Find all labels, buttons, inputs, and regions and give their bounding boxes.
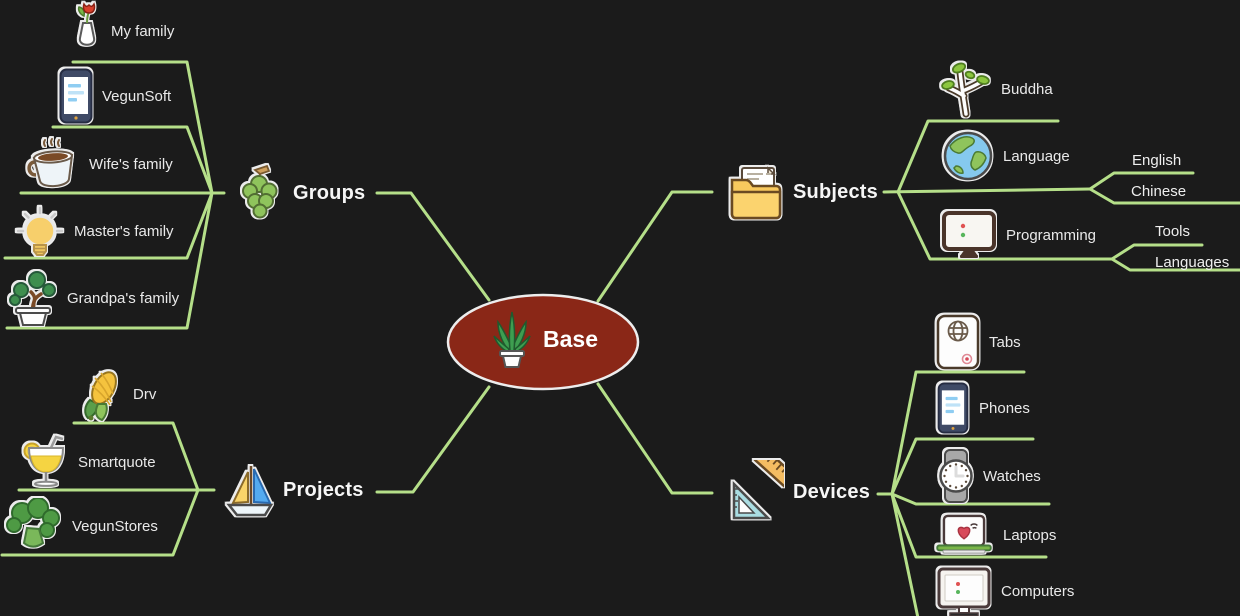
monitor-icon [942,211,996,258]
link-groups-masters-family [3,191,214,260]
node-watches[interactable]: Watches [938,448,1041,504]
node-label: VegunSoft [102,87,172,105]
sprout-icon [941,62,990,118]
node-label: Chinese [1131,183,1187,200]
node-label: Base [543,325,598,352]
node-subjects[interactable]: Subjects [726,162,878,222]
node-label: Watches [983,467,1041,485]
link-groups-vegunsoft [51,125,214,195]
link-language-english [1088,171,1195,191]
node-base[interactable]: Base [490,308,598,370]
node-label: Computers [1001,582,1075,600]
link-programming-tools [1110,243,1204,261]
node-label: Grandpa's family [67,289,180,307]
node-phones[interactable]: Phones [936,382,1030,434]
link-devices-tabs [890,370,1026,496]
link-devices-computers [890,492,920,616]
potted-plant-icon [493,311,531,368]
node-grandpas-family[interactable]: Grandpa's family [8,270,179,326]
node-label: Tools [1155,223,1191,240]
folder-icon [730,166,782,220]
node-label: Smartquote [78,453,156,471]
node-my-family[interactable]: My family [72,2,174,60]
node-tools[interactable]: Tools [1155,223,1190,240]
node-buddha[interactable]: Buddha [940,60,1053,118]
link-projects-vegunstores [0,488,200,557]
node-label: Languages [1155,254,1230,271]
link-base-subjects [596,190,714,303]
node-label: Master's family [74,222,174,240]
watch-icon [939,449,973,503]
smartphone-icon [59,68,93,124]
node-vegunsoft[interactable]: VegunSoft [59,68,171,124]
link-devices-watches [890,492,1051,506]
link-subjects-programming [896,190,1114,261]
node-masters-family[interactable]: Master's family [15,205,174,257]
node-wifes-family[interactable]: Wife's family [24,136,173,192]
link-base-groups [375,191,491,302]
link-groups-grandpas-family [5,191,214,330]
laptop-icon [936,514,992,554]
node-language[interactable]: Language [942,130,1070,182]
node-computers[interactable]: Computers [936,566,1074,616]
node-label: Laptops [1003,526,1057,544]
node-programming[interactable]: Programming [941,210,1096,260]
node-label: Devices [793,480,871,503]
link-subjects-language [882,187,1092,194]
node-english[interactable]: English [1132,152,1181,169]
grapes-icon [242,164,278,219]
smartphone-icon [937,382,969,434]
node-drv[interactable]: Drv [78,366,156,422]
link-devices-laptops [890,492,1048,559]
node-groups[interactable]: Groups [238,164,365,222]
tablet-icon [936,314,980,370]
link-groups-my-family [71,60,214,195]
node-label: Programming [1006,226,1097,244]
node-label: Language [1003,147,1070,165]
link-subjects-buddha [896,119,1060,194]
link-programming-languages [1110,257,1240,272]
coffee-cup-icon [27,138,74,187]
node-label: Wife's family [89,155,173,173]
node-projects[interactable]: Projects [224,460,364,520]
link-base-devices [596,382,714,495]
node-devices[interactable]: Devices [724,460,870,524]
node-label: English [1132,152,1182,169]
globe-icon [943,131,993,181]
node-label: Groups [293,181,366,204]
node-smartquote[interactable]: Smartquote [23,434,156,490]
node-label: Subjects [793,180,878,203]
node-chinese[interactable]: Chinese [1131,183,1186,200]
lightbulb-icon [16,206,64,256]
node-vegunstores[interactable]: VegunStores [5,498,158,554]
node-label: Buddha [1001,80,1053,98]
sailboat-icon [226,466,274,517]
broccoli-icon [6,498,60,548]
node-label: VegunStores [72,517,158,535]
node-tabs[interactable]: Tabs [936,314,1021,370]
link-language-chinese [1088,187,1240,205]
node-label: Phones [979,399,1030,417]
tulip-vase-icon [77,2,96,46]
bonsai-icon [9,271,56,326]
node-label: Drv [133,385,157,403]
node-label: My family [111,22,175,40]
node-languages[interactable]: Languages [1155,254,1229,271]
node-label: Projects [283,478,364,501]
link-base-projects [375,385,491,494]
node-laptops[interactable]: Laptops [934,514,1056,556]
node-label: Tabs [989,333,1021,351]
link-projects-drv [72,421,200,492]
base-node-ellipse[interactable] [446,293,640,391]
link-devices-phones [890,437,1035,496]
ruler-setsquare-icon [732,460,784,520]
cocktail-icon [23,435,65,487]
corn-icon [84,371,117,422]
desktop-icon [937,567,991,616]
